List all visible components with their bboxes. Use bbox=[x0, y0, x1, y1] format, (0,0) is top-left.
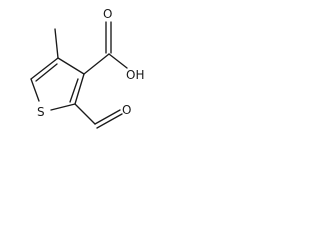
aldehyde-double-bond-b bbox=[96, 113, 123, 129]
carboxyl-bond bbox=[83, 53, 110, 75]
hydroxyl-label: OH bbox=[126, 68, 144, 82]
ring-bond-c5-c4 bbox=[30, 57, 59, 80]
hydroxyl-bond bbox=[108, 53, 128, 69]
aldehyde-oxygen-label: O bbox=[122, 103, 131, 117]
aldehyde-double-bond-a bbox=[94, 109, 121, 125]
ring-bond-c4-c3 bbox=[57, 57, 85, 75]
formyl-bond bbox=[74, 103, 96, 125]
methyl-bond bbox=[54, 28, 59, 59]
sulfur-atom-label: S bbox=[37, 105, 45, 119]
carboxyl-oxygen-label: O bbox=[103, 7, 112, 21]
chemical-structure-diagram: S O OH O bbox=[30, 7, 144, 129]
ring-bond-c2-s bbox=[50, 103, 76, 111]
ring-bond-c5-c4-inner bbox=[35, 63, 58, 82]
ring-bond-c3-c2-inner bbox=[69, 78, 79, 103]
ring-bond-s-c5 bbox=[30, 78, 40, 102]
ring-bond-c3-c2 bbox=[74, 73, 85, 105]
